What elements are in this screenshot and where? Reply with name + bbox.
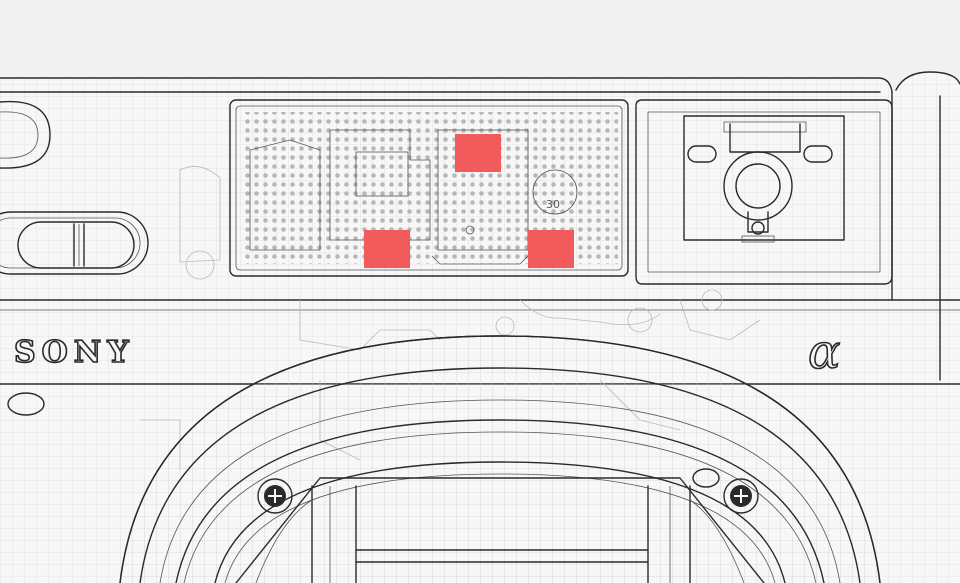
mode-dial <box>0 100 51 169</box>
dial-marking: 30 <box>546 198 560 211</box>
microphone-grille: 30 <box>229 99 629 277</box>
brand-logo: SONY <box>14 335 135 370</box>
alpha-logo: α <box>808 324 840 380</box>
microphone-capsule-top <box>455 134 501 172</box>
microphone-capsule-left <box>364 230 410 268</box>
hot-shoe <box>635 99 893 285</box>
lens-release-pin <box>692 468 720 488</box>
lens-mount <box>119 335 881 583</box>
af-assist-lamp <box>7 392 45 416</box>
power-switch <box>0 211 149 275</box>
mount-screw-right <box>723 478 759 514</box>
microphone-capsule-right <box>528 230 574 268</box>
mount-screw-left <box>257 478 293 514</box>
